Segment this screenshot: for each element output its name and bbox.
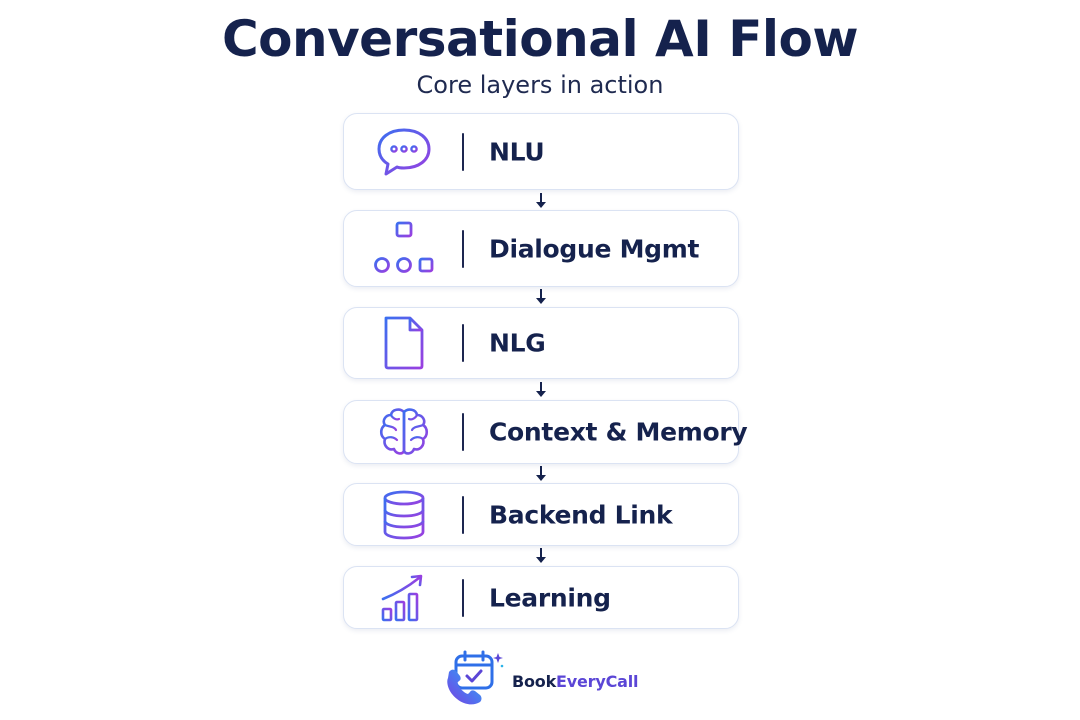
divider bbox=[462, 413, 464, 451]
flow-step-learning: Learning bbox=[343, 566, 739, 629]
database-icon bbox=[372, 487, 436, 543]
arrow-down-icon bbox=[536, 382, 546, 397]
page-title: Conversational AI Flow bbox=[221, 10, 859, 68]
step-label: NLG bbox=[489, 328, 546, 358]
arrow-down-icon bbox=[536, 193, 546, 208]
divider bbox=[462, 495, 464, 534]
step-label: NLU bbox=[489, 137, 545, 166]
flow-step-nlu: NLU bbox=[343, 113, 739, 190]
flow-step-backend-link: Backend Link bbox=[343, 483, 739, 546]
growth-chart-icon bbox=[372, 570, 436, 626]
divider bbox=[462, 578, 464, 617]
brain-icon bbox=[372, 404, 436, 460]
brand-name-part2: EveryCall bbox=[556, 672, 639, 691]
arrow-down-icon bbox=[536, 466, 546, 481]
arrow-down-icon bbox=[536, 548, 546, 563]
chat-bubble-icon bbox=[372, 124, 436, 180]
divider bbox=[462, 229, 464, 268]
step-label: Dialogue Mgmt bbox=[489, 234, 700, 263]
divider bbox=[462, 132, 464, 171]
hierarchy-icon bbox=[372, 221, 436, 277]
step-label: Context & Memory bbox=[489, 417, 748, 447]
brand-logo-icon bbox=[447, 650, 504, 705]
brand-name-part1: Book bbox=[512, 672, 557, 691]
flow-step-dialogue-mgmt: Dialogue Mgmt bbox=[343, 210, 739, 287]
step-label: Learning bbox=[489, 583, 611, 612]
arrow-down-icon bbox=[536, 289, 546, 304]
page-subtitle: Core layers in action bbox=[416, 71, 664, 99]
flow-step-nlg: NLG bbox=[343, 307, 739, 379]
divider bbox=[462, 324, 464, 362]
flow-step-context-memory: Context & Memory bbox=[343, 400, 748, 464]
document-icon bbox=[372, 315, 436, 371]
brand-name: BookEveryCall bbox=[512, 672, 638, 691]
step-label: Backend Link bbox=[489, 500, 673, 529]
